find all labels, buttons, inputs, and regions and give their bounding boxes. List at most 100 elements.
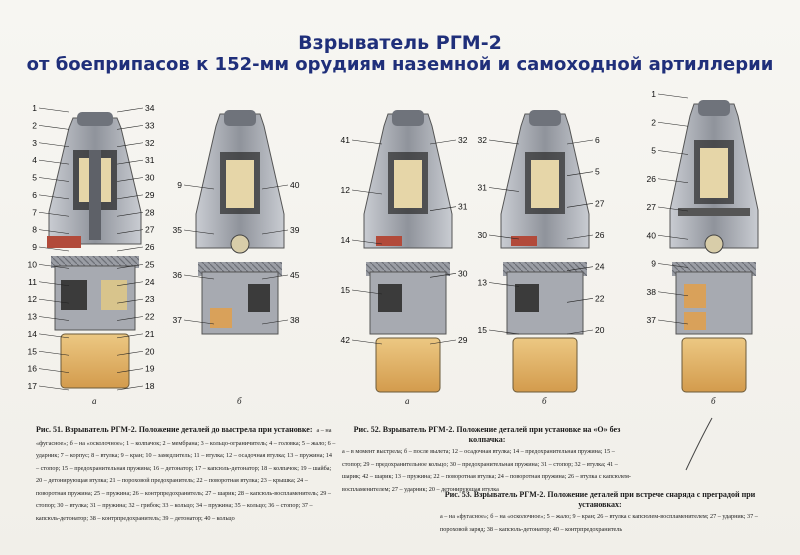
- callout-number: 42: [341, 335, 351, 345]
- callout-number: 26: [145, 242, 155, 252]
- callout-leader: [566, 234, 594, 240]
- callout-number: 22: [595, 293, 605, 303]
- callout-number: 26: [647, 174, 657, 184]
- callout-leader: [38, 229, 70, 234]
- callout-number: 28: [145, 207, 155, 217]
- callout-leader: [38, 194, 70, 200]
- callout-number: 6: [595, 135, 600, 145]
- callout-leader: [116, 333, 144, 339]
- callout-number: 37: [647, 315, 657, 325]
- caption-fig53-body: а – на «фугасное»; б – на «осколочное»; …: [440, 513, 758, 533]
- callout-number: 27: [145, 225, 155, 235]
- callout-number: 32: [145, 138, 155, 148]
- callout-number: 12: [341, 185, 351, 195]
- callout-leader: [38, 298, 70, 304]
- callout-number: 18: [145, 381, 155, 391]
- callout-leader: [488, 187, 520, 192]
- callout-number: 15: [28, 346, 38, 356]
- callout-number: 14: [28, 329, 38, 339]
- callout-number: 34: [145, 103, 155, 113]
- callout-leader: [38, 159, 70, 165]
- callout-number: 5: [32, 173, 37, 183]
- callout-number: 38: [647, 287, 657, 297]
- fuze-fig51-b: [195, 110, 285, 335]
- callout-leader: [38, 316, 70, 321]
- callout-leader: [116, 368, 144, 373]
- callout-number: 5: [651, 146, 656, 156]
- callout-leader: [116, 385, 144, 391]
- callout-leader: [116, 298, 144, 304]
- callout-leader: [657, 121, 689, 127]
- callout-leader: [38, 246, 70, 252]
- callout-leader: [116, 194, 144, 200]
- callout-leader: [488, 282, 520, 287]
- fuze-fig52-b: [500, 110, 590, 393]
- callout-leader: [38, 281, 70, 287]
- callout-leader: [657, 291, 689, 297]
- callout-number: 27: [595, 198, 605, 208]
- callout-number: 12: [28, 294, 38, 304]
- caption-fig51-body: а – на «фугасное»; б – на «осколочное»; …: [36, 427, 336, 522]
- callout-leader: [183, 274, 215, 280]
- callout-leader: [657, 234, 689, 240]
- callout-number: 29: [458, 335, 468, 345]
- callout-number: 45: [290, 270, 300, 280]
- callout-leader: [116, 264, 144, 269]
- callout-number: 9: [177, 180, 182, 190]
- callout-leader: [566, 329, 594, 335]
- callout-leader: [38, 264, 70, 269]
- callout-number: 20: [145, 346, 155, 356]
- caption-fig52-body: а – в момент выстрела; б – после вылета;…: [342, 448, 631, 493]
- callout-number: 29: [145, 190, 155, 200]
- callout-leader: [261, 274, 289, 280]
- callout-leader: [657, 206, 689, 212]
- poster-subtitle: от боеприпасов к 152-мм орудиям наземной…: [26, 54, 774, 75]
- callout-leader: [116, 211, 144, 217]
- callout-leader: [657, 178, 689, 184]
- callout-number: 24: [595, 262, 605, 272]
- fig52-a-label: а: [405, 396, 410, 406]
- callout-number: 27: [647, 202, 657, 212]
- callout-number: 30: [458, 268, 468, 278]
- fig51-b-label: б: [237, 396, 242, 406]
- callout-leader: [183, 229, 215, 235]
- callout-number: 33: [145, 120, 155, 130]
- callout-number: 8: [32, 225, 37, 235]
- callout-leader: [116, 107, 144, 113]
- callout-number: 30: [145, 173, 155, 183]
- callout-leader: [261, 319, 289, 325]
- callout-leader: [38, 107, 70, 113]
- callout-leader: [566, 298, 594, 303]
- callout-leader: [351, 239, 383, 245]
- caption-fig51-heading: Рис. 51. Взрыватель РГМ-2. Положение дет…: [36, 425, 313, 434]
- callout-number: 13: [28, 312, 38, 322]
- fuze-fig52-a: [363, 110, 453, 393]
- callout-number: 26: [595, 230, 605, 240]
- fig52-b-label: б: [542, 396, 547, 406]
- callout-number: 13: [478, 278, 488, 288]
- callout-leader: [429, 273, 457, 278]
- callout-number: 1: [651, 89, 656, 99]
- callout-number: 23: [145, 294, 155, 304]
- callout-number: 19: [145, 364, 155, 374]
- callout-number: 25: [145, 259, 155, 269]
- callout-leader: [488, 329, 520, 335]
- caption-fig52: Рис. 52. Взрыватель РГМ-2. Положение дет…: [342, 425, 632, 494]
- callout-leader: [261, 184, 289, 190]
- callout-number: 32: [458, 135, 468, 145]
- callout-number: 16: [28, 364, 38, 374]
- callout-leader: [116, 281, 144, 287]
- callout-number: 11: [28, 277, 37, 287]
- callout-leader: [38, 333, 70, 339]
- fig51-a-label: а: [92, 396, 97, 406]
- callout-number: 6: [32, 190, 37, 200]
- callout-leader: [116, 350, 144, 356]
- caption-fig52-heading: Рис. 52. Взрыватель РГМ-2. Положение дет…: [353, 425, 621, 444]
- callout-number: 38: [290, 315, 300, 325]
- fuze-fig51-a: [47, 112, 142, 389]
- callout-number: 9: [32, 242, 37, 252]
- callout-leader: [429, 339, 457, 345]
- callout-leader: [38, 177, 70, 182]
- callout-leader: [38, 350, 70, 356]
- callout-leader: [351, 339, 383, 345]
